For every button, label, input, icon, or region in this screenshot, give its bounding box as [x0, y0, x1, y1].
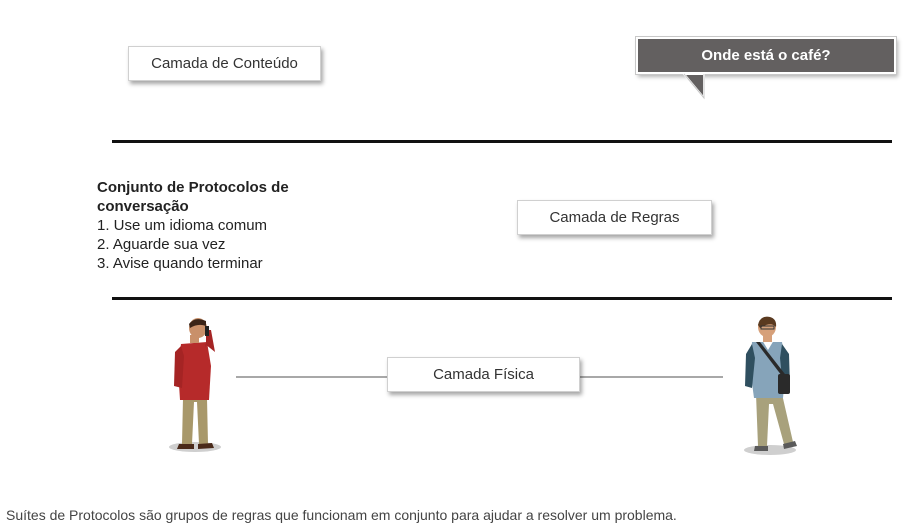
speech-bubble-text: Onde está o café? — [701, 47, 831, 64]
speech-bubble: Onde está o café? — [636, 37, 896, 74]
protocol-list-title: Conjunto de Protocolos de conversação — [97, 179, 289, 215]
protocol-item: 2. Aguarde sua vez — [97, 236, 226, 253]
content-layer-label: Camada de Conteúdo — [151, 55, 298, 72]
speech-bubble-tail — [681, 73, 705, 101]
physical-layer-box: Camada Física — [387, 357, 580, 392]
person-right-illustration — [744, 316, 797, 455]
connection-line-left — [236, 376, 388, 378]
protocol-list: Conjunto de Protocolos de conversação 1.… — [97, 178, 312, 273]
divider-line-top — [112, 140, 892, 143]
protocol-item: 3. Avise quando terminar — [97, 255, 263, 272]
divider-line-bottom — [112, 297, 892, 300]
content-layer-box: Camada de Conteúdo — [128, 46, 321, 81]
rules-layer-label: Camada de Regras — [549, 209, 680, 226]
caption-text: Suítes de Protocolos são grupos de regra… — [6, 507, 677, 523]
connection-line-right — [579, 376, 723, 378]
protocol-item: 1. Use um idioma comum — [97, 217, 268, 234]
person-left-illustration — [169, 318, 221, 452]
rules-layer-box: Camada de Regras — [517, 200, 712, 235]
physical-layer-label: Camada Física — [433, 366, 534, 383]
